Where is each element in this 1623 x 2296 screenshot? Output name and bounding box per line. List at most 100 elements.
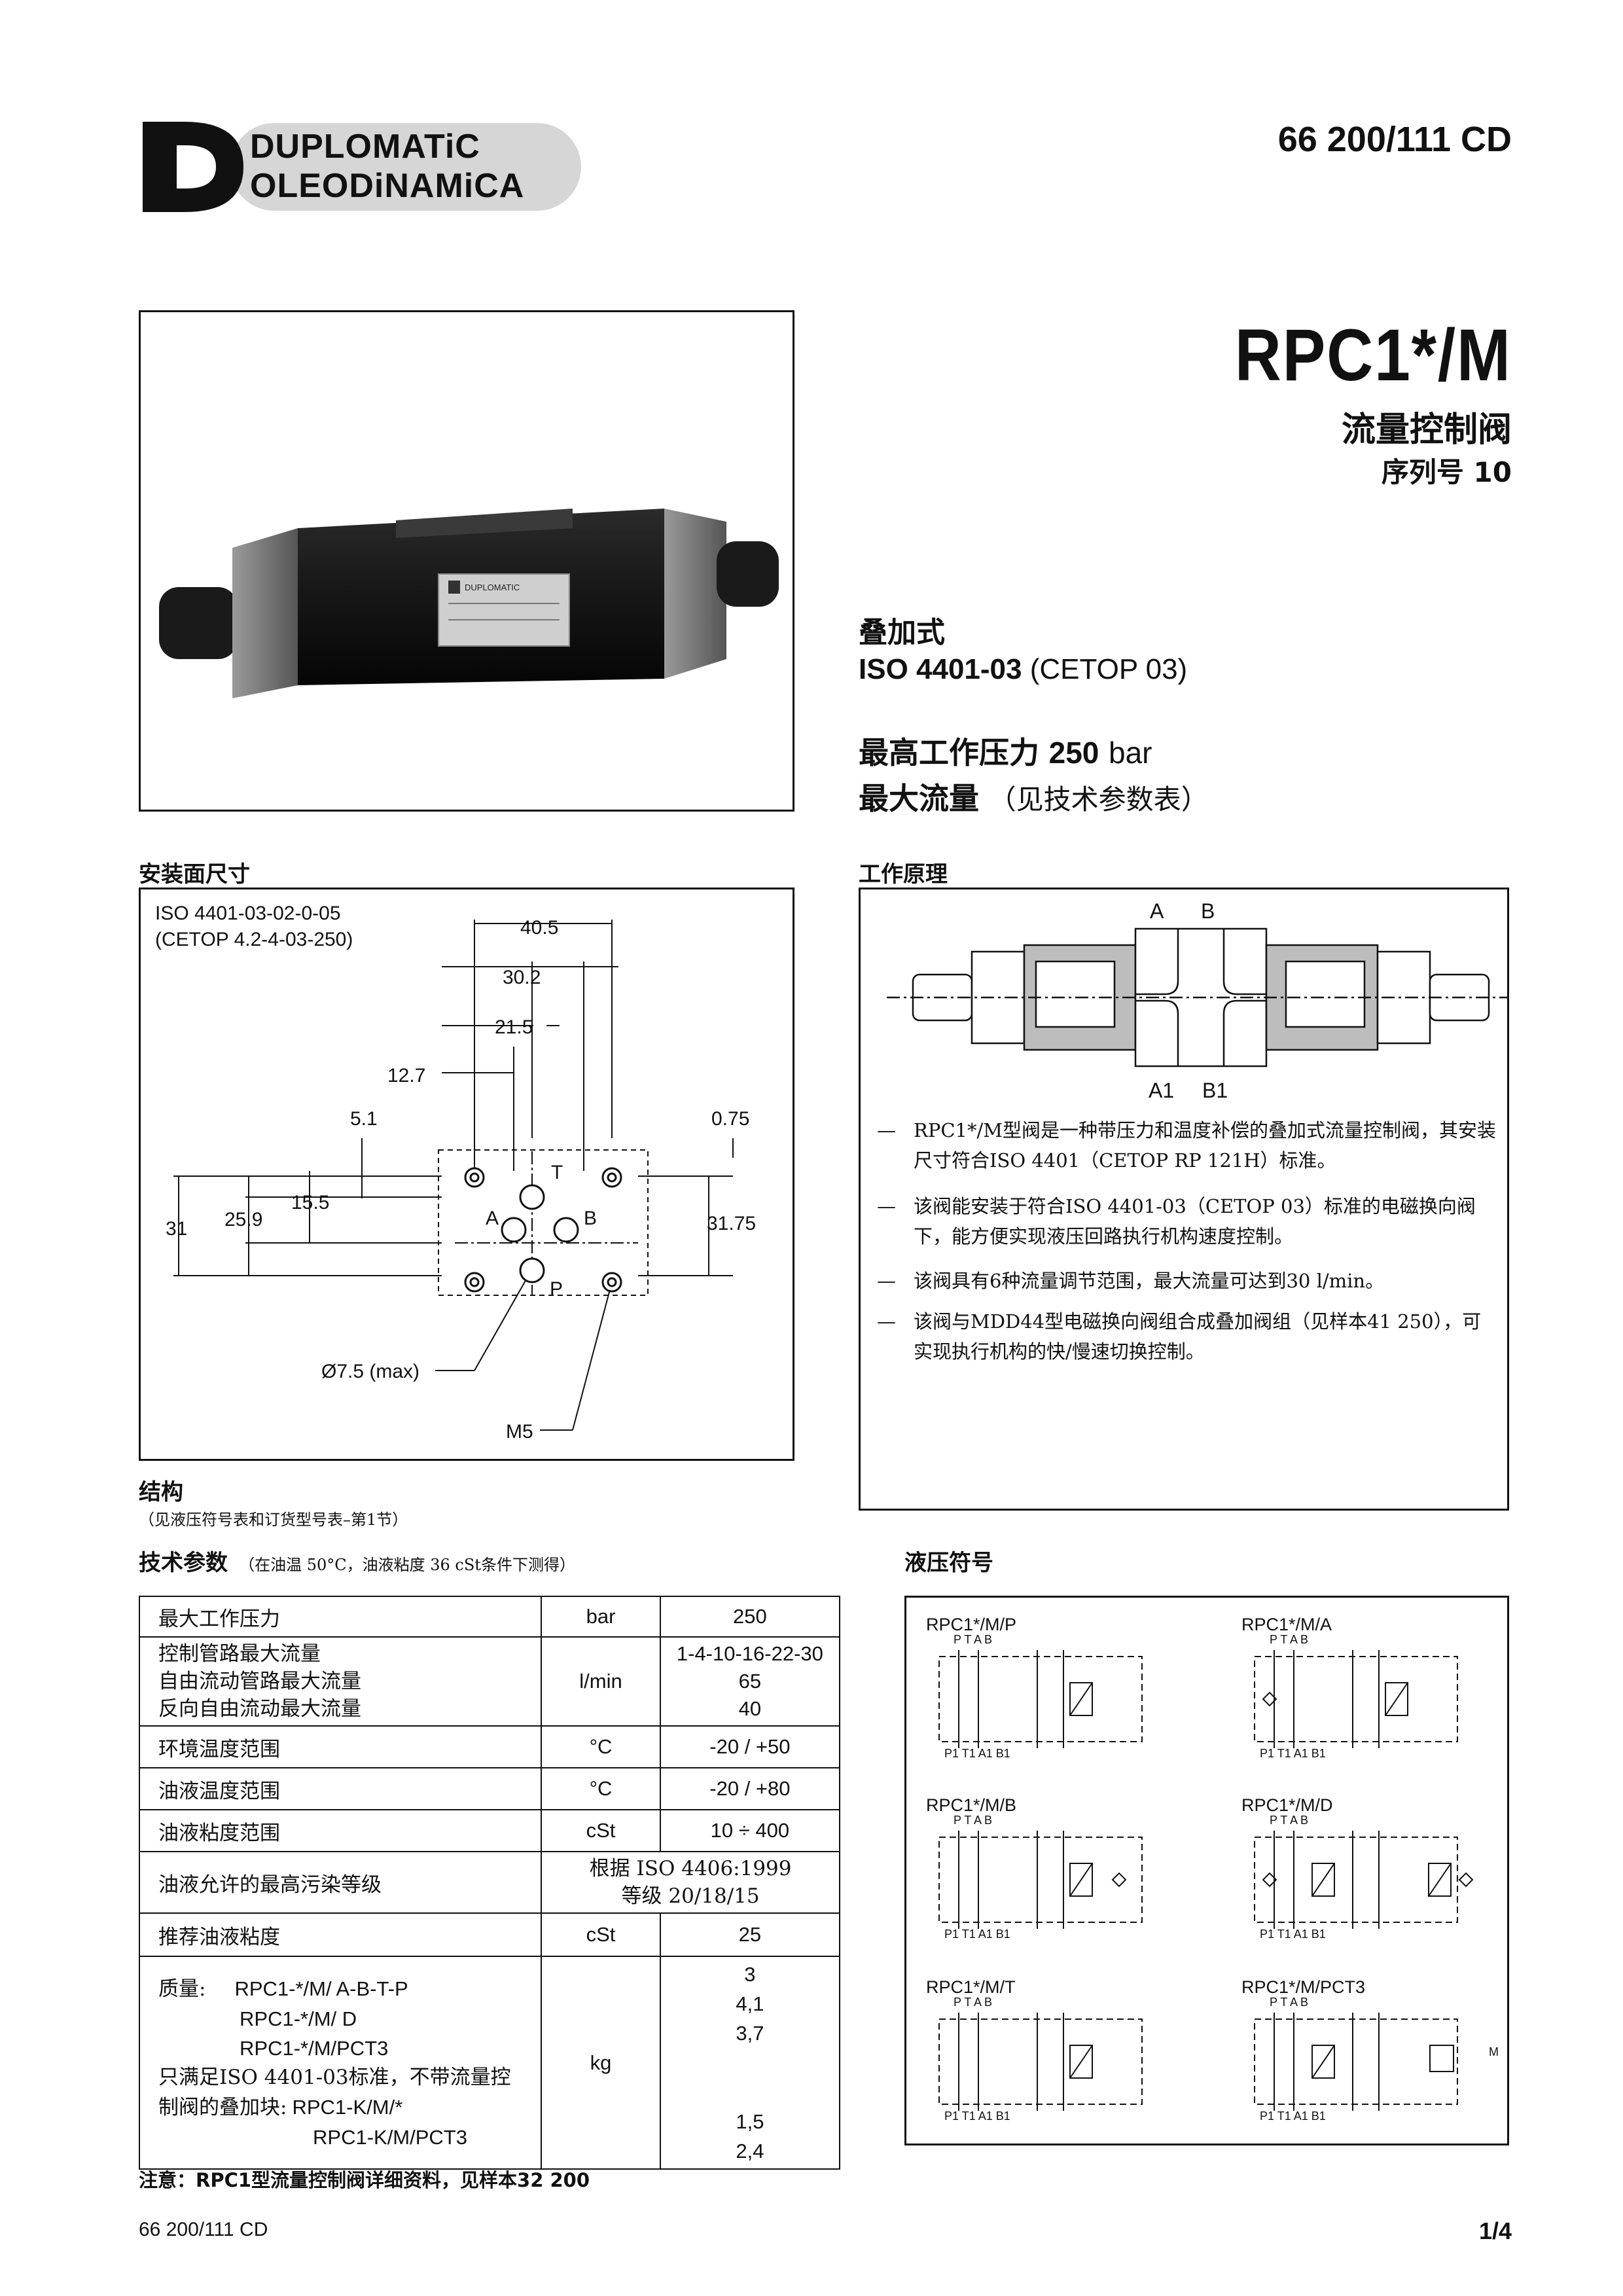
- section-label-b: B: [1201, 899, 1215, 923]
- dim-5-1: 5.1: [350, 1108, 378, 1130]
- port-a-label: A: [486, 1208, 499, 1229]
- value-line: 40: [738, 1697, 762, 1720]
- ports-bottom: P1 T1 A1 B1: [1260, 1928, 1326, 1941]
- param-line: 控制管路最大流量: [158, 1642, 321, 1666]
- ports-bottom: P1 T1 A1 B1: [1260, 1747, 1326, 1760]
- unit-cell: °C: [541, 1725, 661, 1768]
- photo-badge: DUPLOMATIC: [465, 583, 520, 592]
- ports-top: P T A B: [1270, 1814, 1308, 1827]
- symbols-frame: RPC1*/M/P RPC1*/M/A RPC1*/M/B RPC1*/M/D …: [904, 1596, 1509, 2145]
- dim-21-5: 21.5: [495, 1016, 533, 1038]
- bullet-dash: —: [877, 1195, 896, 1217]
- value-cell: 25: [659, 1912, 841, 1957]
- tech-heading: 技术参数: [139, 1550, 228, 1576]
- dim-15-5: 15.5: [291, 1192, 329, 1213]
- bullet-dash: —: [877, 1270, 896, 1292]
- param-cell: 油液允许的最高污染等级: [138, 1851, 543, 1914]
- param-line: RPC1-K/M/PCT3: [313, 2125, 467, 2149]
- valve-photo-image: DUPLOMATIC: [159, 509, 779, 698]
- symbol-name: RPC1*/M/A: [1241, 1615, 1332, 1634]
- mounting-std2: (CETOP 4.2-4-03-250): [155, 929, 353, 950]
- value-line: 3,7: [736, 2022, 764, 2045]
- mounting-drawing-frame: ISO 4401-03-02-0-05 (CETOP 4.2-4-03-250): [139, 888, 794, 1461]
- bullet-dash: —: [877, 1310, 896, 1333]
- section-drawing: A B A1 B1: [887, 899, 1507, 1102]
- ports-top: P T A B: [954, 1633, 992, 1646]
- flow-label: 最大流量: [859, 781, 979, 816]
- pressure-line: 最高工作压力 250 bar: [859, 729, 1152, 772]
- sub-model: RPC1-K/M/*: [292, 2095, 403, 2119]
- ports-top: P T A B: [1270, 1633, 1308, 1646]
- dim-40-5: 40.5: [520, 917, 558, 939]
- bullet-text: 该阀与MDD44型电磁换向阀组合成叠加阀组（见样本41 250），可实现执行机构…: [914, 1310, 1482, 1363]
- port-p-label: P: [550, 1278, 563, 1300]
- value-line: 1,5: [736, 2110, 764, 2133]
- principle-heading: 工作原理: [859, 861, 948, 888]
- tech-table: 最大工作压力 bar 250 控制管路最大流量 自由流动管路最大流量 反向自由流…: [138, 1596, 841, 2170]
- dim-0-75: 0.75: [711, 1108, 749, 1130]
- param-line: 反向自由流动最大流量: [158, 1697, 361, 1721]
- unit-cell: kg: [541, 1956, 661, 2170]
- logo: DUPLOMATiC OLEODiNAMiCA: [139, 118, 584, 216]
- symbol-name: RPC1*/M/T: [926, 1977, 1016, 1997]
- value-cell: 10 ÷ 400: [659, 1809, 841, 1852]
- unit-cell: cSt: [541, 1912, 661, 1957]
- bullet-text: 该阀具有6种流量调节范围，最大流量可达到30 l/min。: [914, 1270, 1385, 1292]
- table-row: 环境温度范围 °C -20 / +50: [138, 1725, 841, 1768]
- footer-doc-code: 66 200/111 CD: [139, 2219, 268, 2240]
- principle-frame: A B A1 B1: [859, 888, 1509, 1511]
- param-cell: 最大工作压力: [138, 1596, 543, 1638]
- ports-bottom: P1 T1 A1 B1: [944, 1928, 1010, 1941]
- value-line: 65: [738, 1670, 762, 1693]
- value-line: 2,4: [736, 2140, 764, 2162]
- cetop-standard: (CETOP 03): [1029, 653, 1188, 685]
- weight-label: 质量:: [158, 1977, 206, 2001]
- param-cell: 质量:RPC1-*/M/ A-B-T-P RPC1-*/M/ D RPC1-*/…: [138, 1956, 543, 2170]
- tech-footnote: 注意：RPC1型流量控制阀详细资料，见样本32 200: [139, 2169, 590, 2191]
- value-cell: 根据 ISO 4406:1999 等级 20/18/15: [541, 1851, 840, 1914]
- flow-note: （见技术参数表）: [988, 783, 1209, 816]
- port-b-label: B: [584, 1208, 597, 1229]
- dim-25-9: 25.9: [224, 1209, 262, 1230]
- symbol-diagrams: P T A B P T A B P1 T1 A1 B1 P1 T1 A1 B1 …: [938, 1633, 1499, 2123]
- ports-top: P T A B: [954, 1814, 992, 1827]
- sub-label: 制阀的叠加块:: [158, 2095, 287, 2119]
- bullet-text: RPC1*/M型阀是一种带压力和温度补偿的叠加式流量控制阀，其安装尺寸符合ISO…: [914, 1119, 1496, 1172]
- value-line: 4,1: [736, 1992, 764, 2015]
- m-label: M: [1489, 2045, 1499, 2058]
- pressure-label: 最高工作压力: [859, 735, 1039, 770]
- table-row: 油液允许的最高污染等级 根据 ISO 4406:1999 等级 20/18/15: [138, 1851, 840, 1914]
- value-line: 3: [744, 1963, 756, 1986]
- duplomatic-logo-icon: [143, 122, 581, 212]
- section-label-a: A: [1150, 899, 1164, 923]
- param-cell: 控制管路最大流量 自由流动管路最大流量 反向自由流动最大流量: [138, 1636, 543, 1727]
- symbol-name: RPC1*/M/D: [1241, 1795, 1333, 1815]
- param-line: 制阀的叠加块:RPC1-K/M/*: [158, 2092, 522, 2123]
- dim-phi: Ø7.5 (max): [321, 1361, 419, 1382]
- bullet-dash: —: [877, 1119, 896, 1141]
- mounting-heading: 安装面尺寸: [139, 861, 250, 888]
- ports-top: P T A B: [1270, 1996, 1308, 2009]
- unit-cell: l/min: [541, 1636, 661, 1727]
- weight-model: RPC1-*/M/ A-B-T-P: [234, 1977, 408, 2000]
- flow-line: 最大流量 （见技术参数表）: [859, 775, 1209, 818]
- pressure-value: 250: [1048, 736, 1099, 770]
- param-line: RPC1-*/M/ D: [240, 2007, 357, 2030]
- table-row: 最大工作压力 bar 250: [138, 1596, 841, 1638]
- doc-code: 66 200/111 CD: [1277, 120, 1512, 159]
- param-line: 只满足ISO 4401-03标准，不带流量控: [158, 2065, 511, 2089]
- param-line: 自由流动管路最大流量: [158, 1670, 361, 1693]
- param-cell: 推荐油液粘度: [138, 1912, 543, 1957]
- dim-12-7: 12.7: [387, 1065, 425, 1086]
- tech-heading-line: 技术参数 （在油温 50°C，油液粘度 36 cSt条件下测得）: [139, 1545, 575, 1577]
- iso-standard: ISO 4401-03: [859, 653, 1022, 685]
- dim-30-2: 30.2: [503, 967, 541, 988]
- value-line: 等级 20/18/15: [621, 1884, 760, 1908]
- unit-cell: bar: [541, 1596, 661, 1638]
- param-cell: 环境温度范围: [138, 1725, 543, 1768]
- table-row: 控制管路最大流量 自由流动管路最大流量 反向自由流动最大流量 l/min 1-4…: [138, 1636, 841, 1727]
- tech-note: （在油温 50°C，油液粘度 36 cSt条件下测得）: [239, 1556, 575, 1574]
- section-label-b1: B1: [1202, 1079, 1228, 1102]
- mounting-std1: ISO 4401-03-02-0-05: [155, 903, 341, 924]
- table-row: 油液粘度范围 cSt 10 ÷ 400: [138, 1809, 841, 1852]
